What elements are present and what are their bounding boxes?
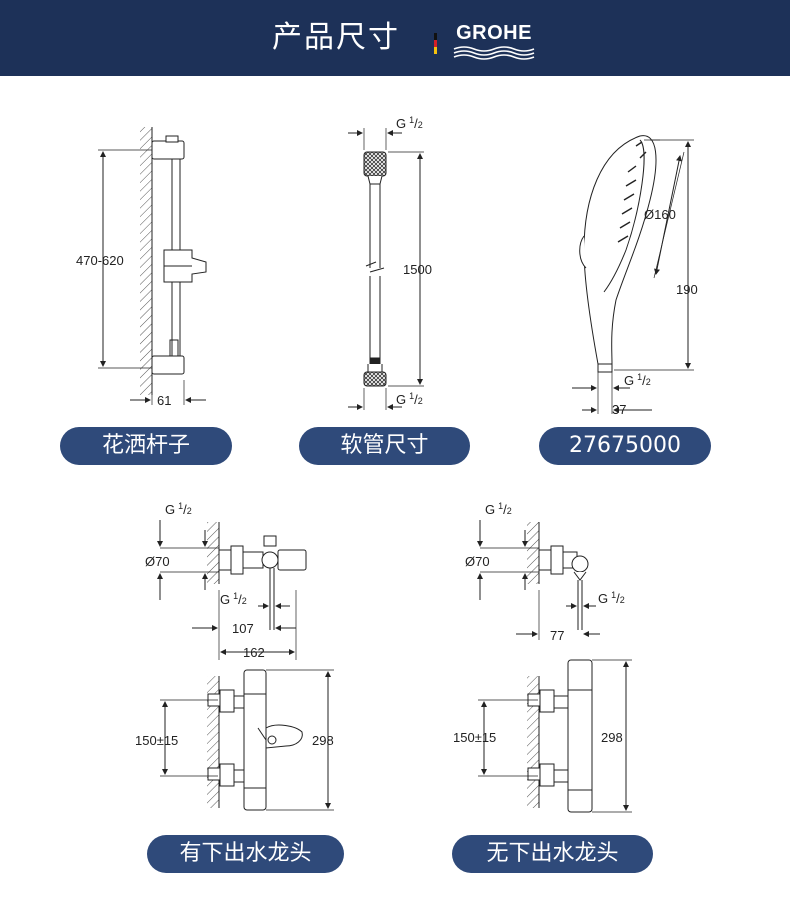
mixer-nospout-height-label: 298 — [601, 730, 623, 745]
mixer-nospout-top-view — [477, 520, 600, 640]
mixer-nospout-caption: 无下出水龙头 — [452, 835, 653, 873]
handshower-height-label: 190 — [676, 282, 698, 297]
rail-height-label: 470-620 — [76, 253, 124, 268]
mixer-spout-offset-label: 107 — [232, 621, 254, 636]
hose-caption: 软管尺寸 — [299, 427, 470, 465]
header-banner: 产品尺寸 GROHE — [0, 0, 790, 76]
mixer-spout-height-label: 298 — [312, 733, 334, 748]
grohe-logo: GROHE — [452, 21, 536, 61]
handshower-caption: 27675000 — [539, 427, 711, 465]
german-flag-icon — [434, 33, 437, 54]
mixer-nospout-offset-label: 77 — [550, 628, 564, 643]
mixer-spout-caption: 有下出水龙头 — [147, 835, 344, 873]
page-title: 产品尺寸 — [272, 20, 400, 55]
logo-waves-icon — [453, 46, 535, 60]
handshower-diameter-label: Ø160 — [644, 207, 676, 222]
shower-rail-drawing — [98, 127, 207, 405]
hose-drawing — [348, 128, 424, 410]
mixer-nospout-diameter-label: Ø70 — [465, 554, 490, 569]
rail-depth-label: 61 — [157, 393, 171, 408]
mixer-spout-front-view — [160, 669, 334, 811]
mixer-spout-top-view — [157, 520, 307, 660]
mixer-spout-centers-label: 150±15 — [135, 733, 178, 748]
hand-shower-drawing — [572, 135, 694, 414]
mixer-nospout-centers-label: 150±15 — [453, 730, 496, 745]
mixer-spout-depth-label: 162 — [243, 645, 265, 660]
brand-name: GROHE — [456, 22, 532, 44]
mixer-spout-diameter-label: Ø70 — [145, 554, 170, 569]
hose-length-label: 1500 — [403, 262, 432, 277]
mixer-nospout-front-view — [478, 659, 632, 813]
handshower-width-label: 37 — [612, 402, 626, 417]
rail-caption: 花洒杆子 — [60, 427, 232, 465]
